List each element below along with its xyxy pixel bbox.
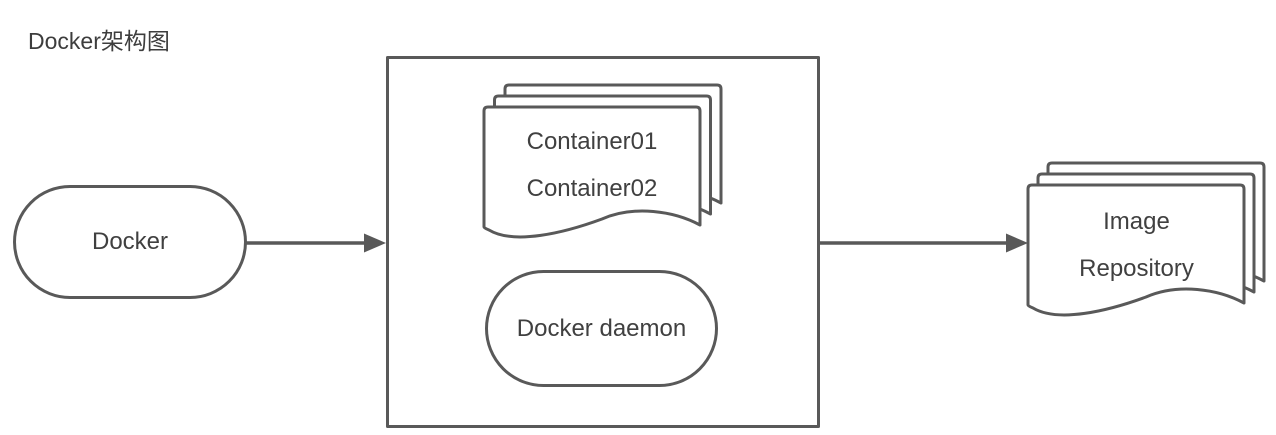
arrow-host-to-image-repository (818, 233, 1028, 253)
arrow-docker-to-host (244, 233, 386, 253)
image-repo-doc-front-sheet (1026, 183, 1246, 317)
arrowhead-icon (364, 233, 386, 253)
containers-document-stack (482, 83, 723, 239)
image-repository-document-stack (1026, 161, 1266, 317)
diagram-title: Docker架构图 (28, 28, 170, 54)
docker-daemon-shape (485, 270, 718, 387)
arrowhead-icon (1006, 233, 1028, 253)
docker-node-shape (13, 185, 247, 299)
